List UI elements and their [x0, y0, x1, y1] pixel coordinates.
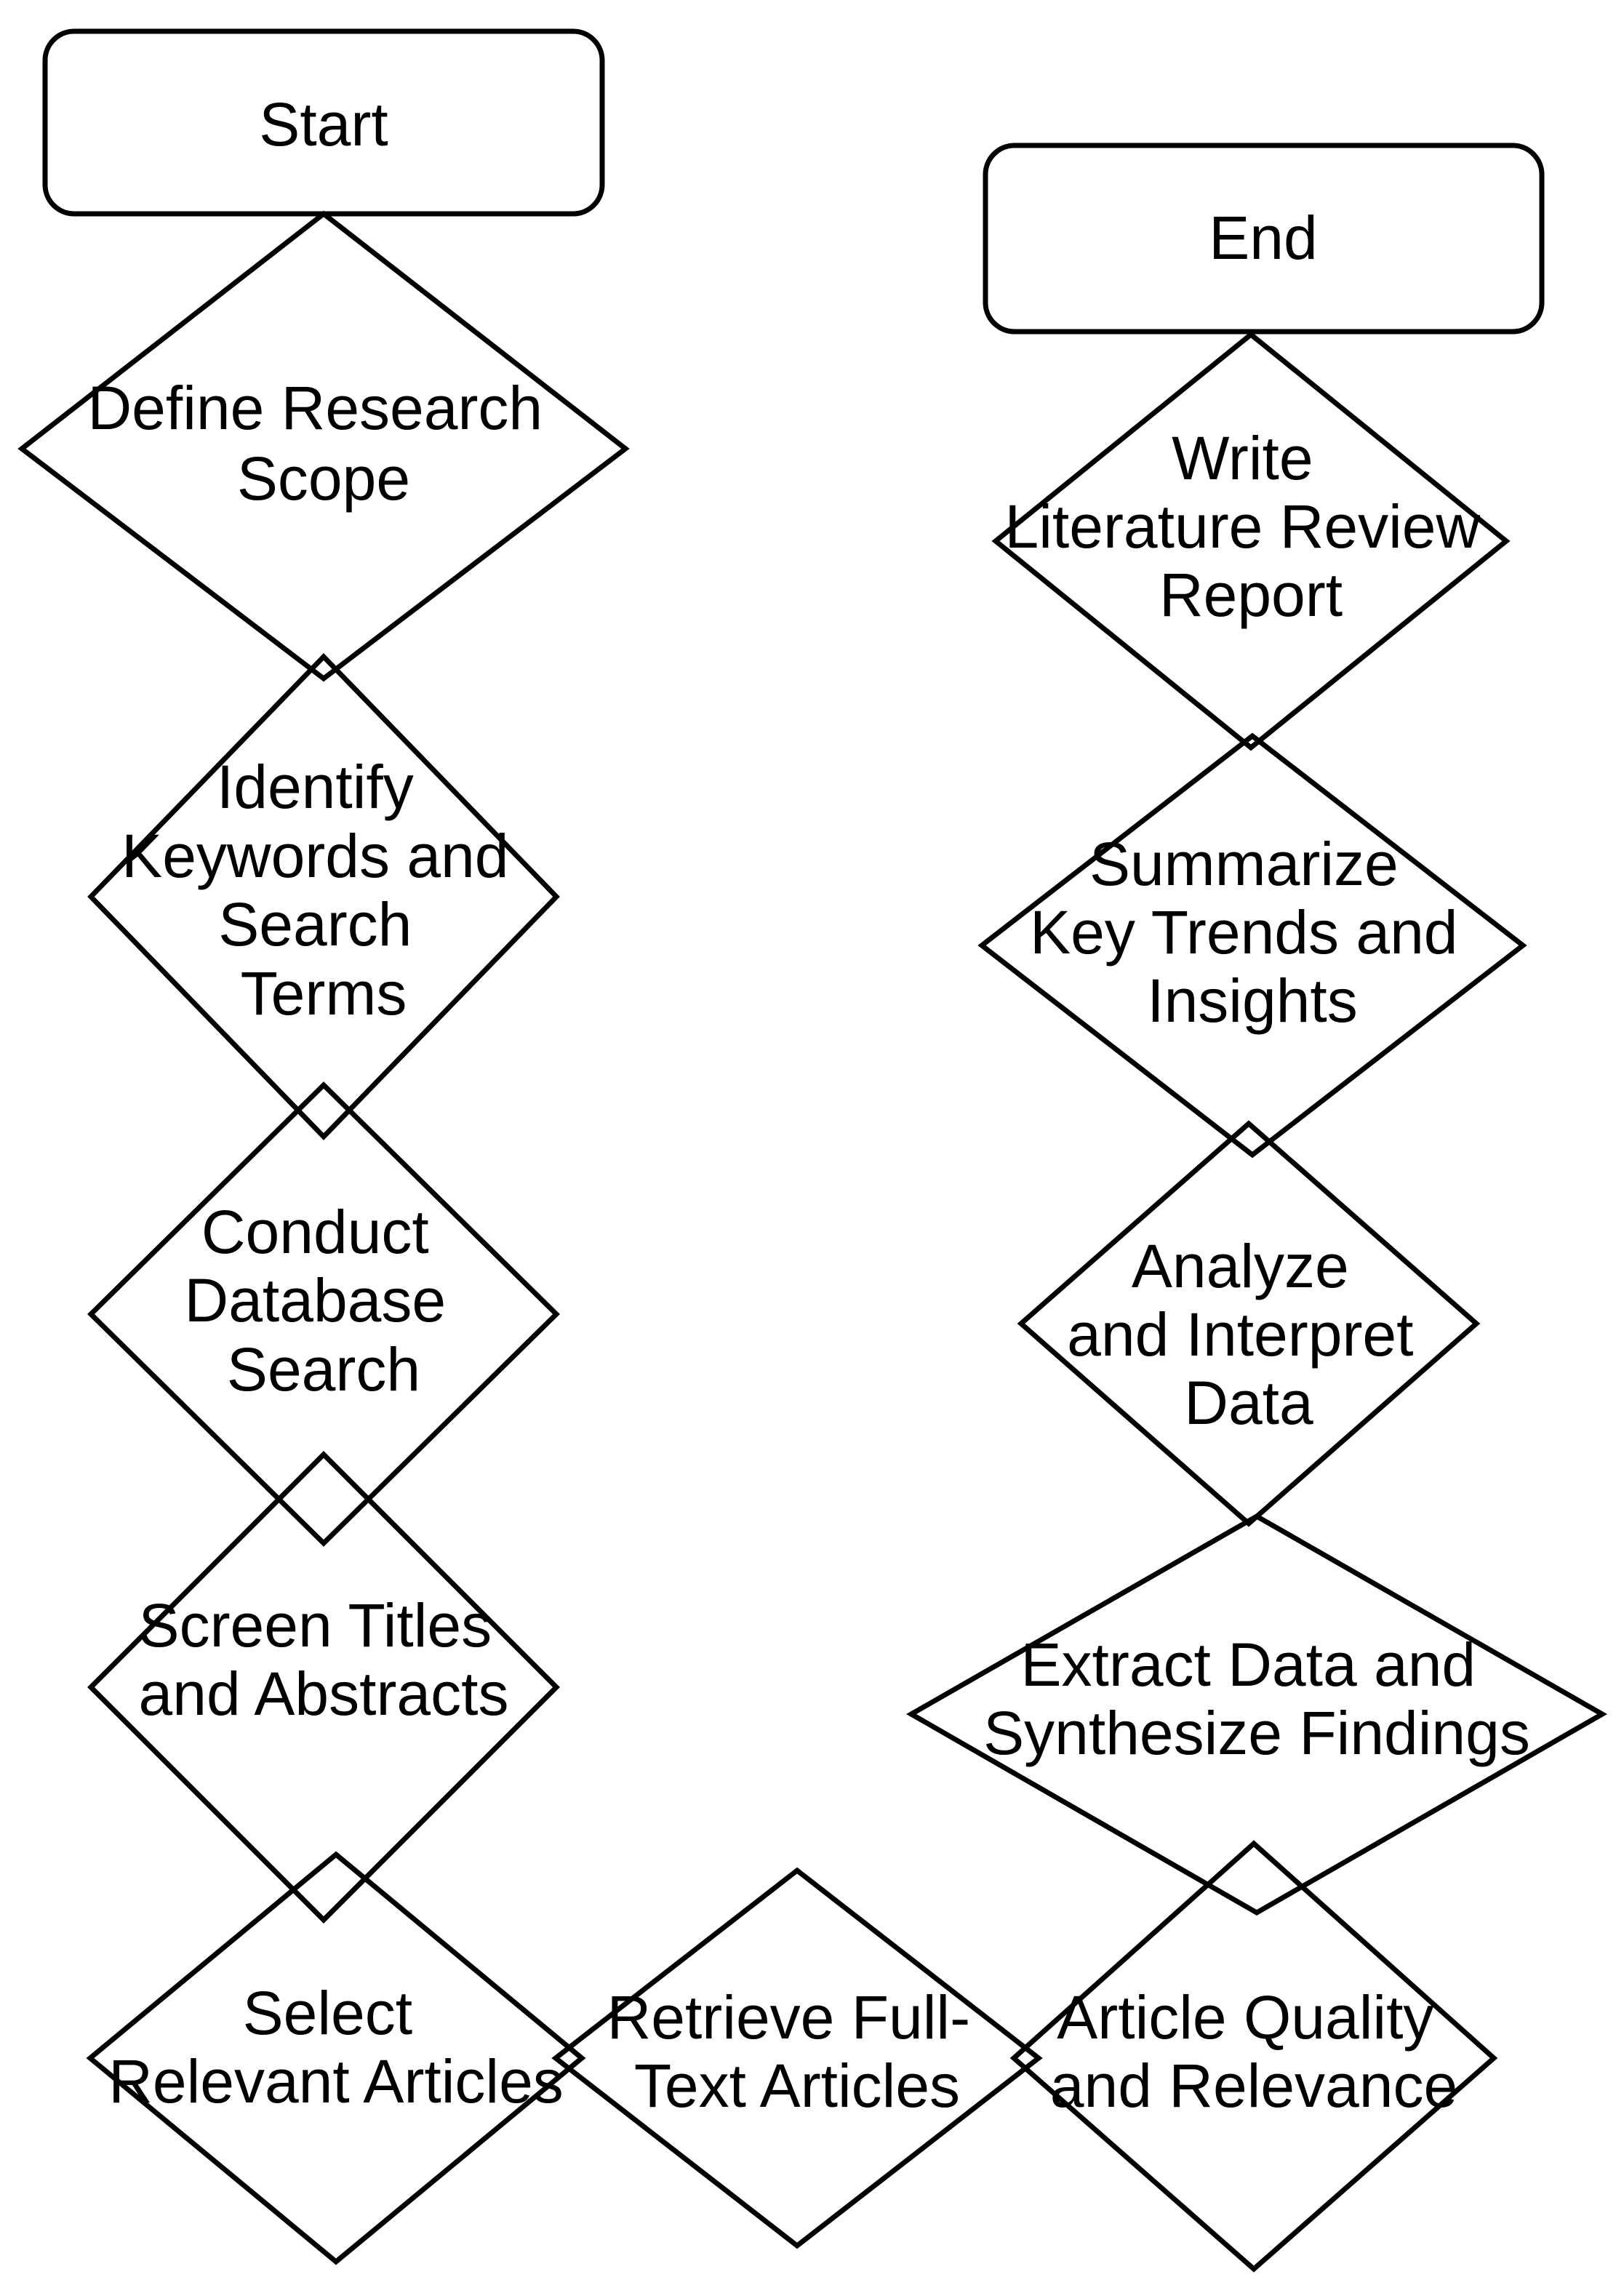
flowchart-node-end: End: [983, 143, 1545, 335]
write-literature-review-label: Write Literature Review Report: [1005, 424, 1497, 629]
select-relevant-articles-diamond: [86, 1851, 586, 2265]
flowchart-node-article-quality-relevance: Article Quality and Relevance: [1009, 1840, 1498, 2273]
article-quality-relevance-label: Article Quality and Relevance: [1050, 1983, 1457, 2120]
define-research-scope-label: Define Research Scope: [88, 374, 560, 513]
summarize-key-trends-diamond: [977, 732, 1527, 1158]
flowchart-node-analyze-interpret-data: Analyze and Interpret Data: [1017, 1120, 1481, 1527]
screen-titles-abstracts-diamond: [87, 1451, 560, 1924]
flowchart-node-extract-data-synthesize: Extract Data and Synthesize Findings: [905, 1513, 1608, 1916]
flowchart-node-screen-titles-abstracts: Screen Titles and Abstracts: [87, 1451, 560, 1924]
start-label: Start: [259, 90, 388, 159]
flowchart-node-retrieve-full-text: Retrieve Full- Text Articles: [551, 1867, 1043, 2249]
identify-keywords-diamond: [87, 652, 560, 1141]
extract-data-synthesize-diamond: [905, 1513, 1608, 1916]
summarize-key-trends-label: Summarize Key Trends and Insights: [1030, 830, 1475, 1035]
conduct-database-search-diamond: [87, 1081, 560, 1547]
write-literature-review-diamond: [991, 331, 1511, 751]
analyze-interpret-data-diamond: [1017, 1120, 1481, 1527]
flowchart-node-select-relevant-articles: Select Relevant Articles: [86, 1851, 586, 2265]
extract-data-synthesize-label: Extract Data and Synthesize Findings: [983, 1630, 1530, 1767]
article-quality-relevance-diamond: [1009, 1840, 1498, 2273]
screen-titles-abstracts-label: Screen Titles and Abstracts: [139, 1591, 509, 1728]
flowchart-node-write-literature-review: Write Literature Review Report: [991, 331, 1511, 751]
end-terminator-shape: [983, 143, 1545, 335]
retrieve-full-text-diamond: [551, 1867, 1043, 2249]
flowchart-node-conduct-database-search: Conduct Database Search: [87, 1081, 560, 1547]
define-research-scope-diamond: [17, 210, 630, 682]
flowchart-node-identify-keywords: Identify Keywords and Search Terms: [87, 652, 560, 1141]
end-label: End: [1209, 204, 1317, 272]
conduct-database-search-label: Conduct Database Search: [185, 1198, 463, 1404]
analyze-interpret-data-label: Analyze and Interpret Data: [1067, 1232, 1431, 1437]
identify-keywords-label: Identify Keywords and Search Terms: [121, 753, 526, 1028]
retrieve-full-text-label: Retrieve Full- Text Articles: [607, 1983, 988, 2120]
flowchart-node-start: Start: [42, 28, 605, 217]
flowchart-node-summarize-key-trends: Summarize Key Trends and Insights: [977, 732, 1527, 1158]
select-relevant-articles-label: Select Relevant Articles: [108, 1979, 564, 2116]
flowchart-node-define-research-scope: Define Research Scope: [17, 210, 630, 682]
